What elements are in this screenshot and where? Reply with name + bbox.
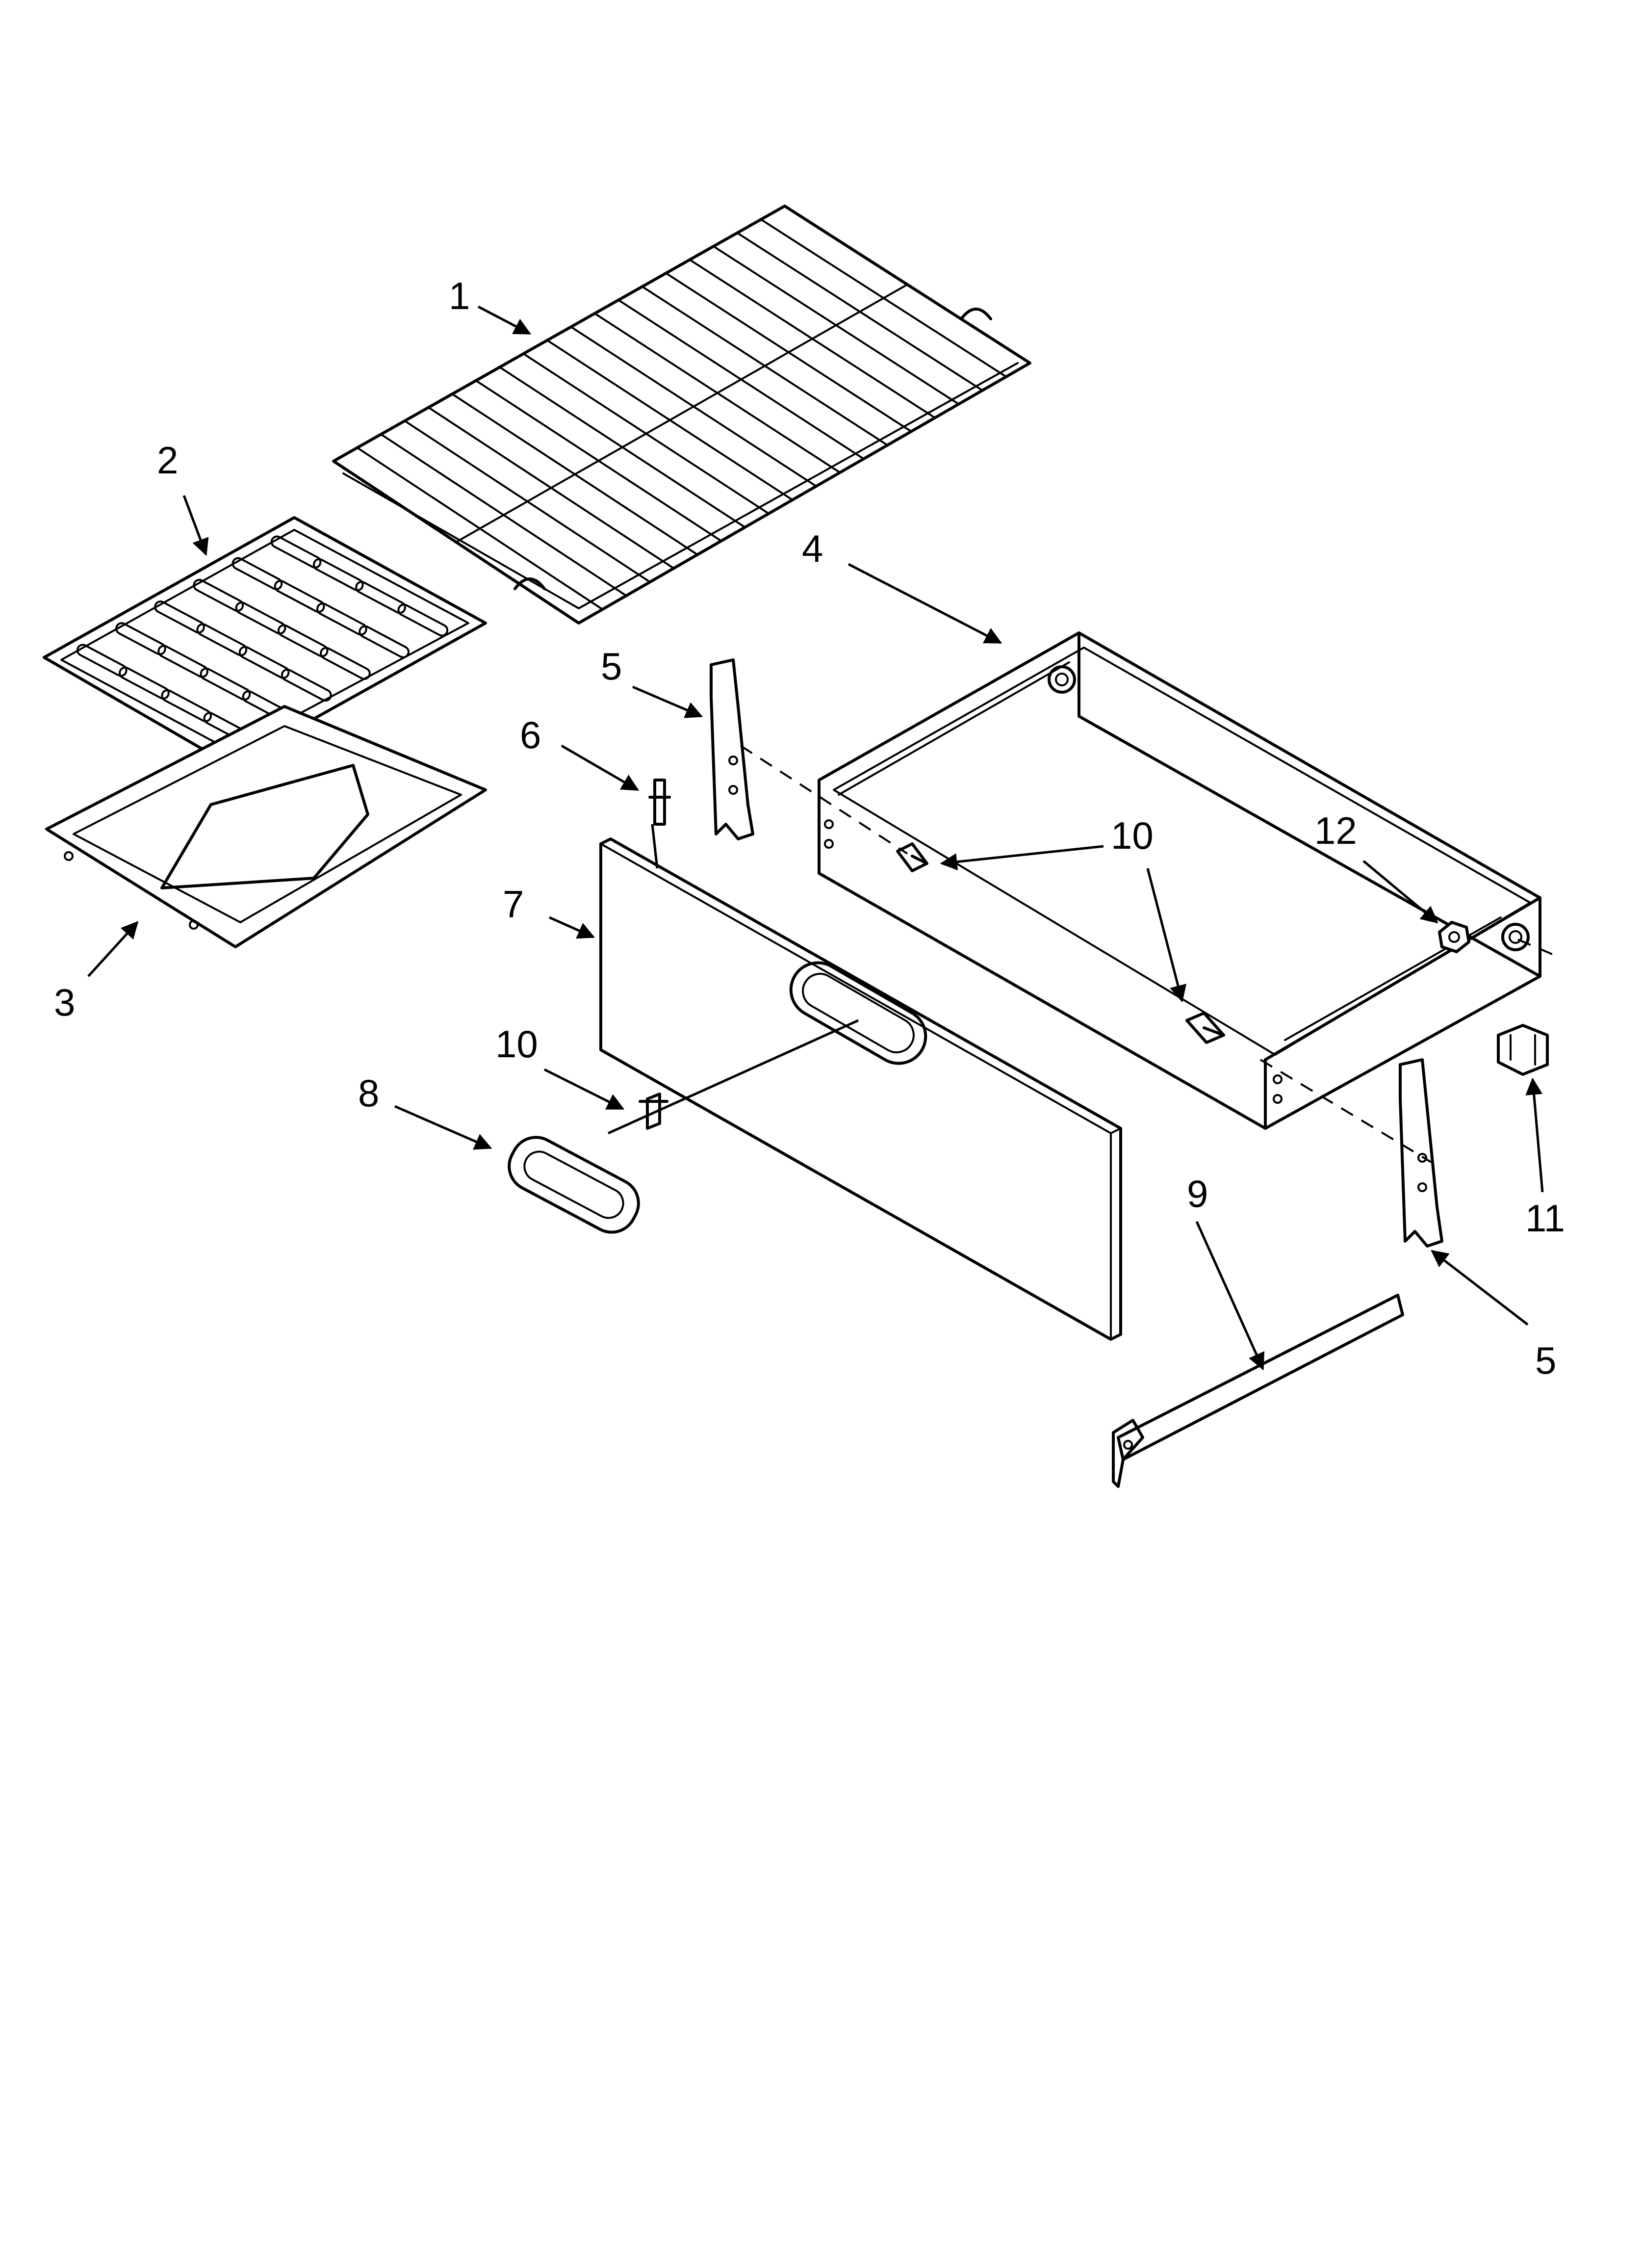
- grid-slot: [115, 622, 166, 655]
- grid-slot: [157, 645, 208, 678]
- callout-10-top: 10: [1111, 814, 1154, 857]
- grid-slot: [277, 624, 329, 657]
- grid-slot: [359, 625, 410, 658]
- drawer-slide-right: [1399, 1058, 1443, 1248]
- grid-slot: [119, 666, 170, 700]
- rack-center-bar: [455, 284, 908, 543]
- stud: [648, 779, 671, 826]
- grid-slot: [355, 581, 406, 614]
- grid-slot: [320, 647, 371, 680]
- grid-slot: [200, 667, 251, 701]
- screw-bottom: [639, 1093, 668, 1130]
- drawer-body: [818, 631, 1541, 1130]
- callout-11: 11: [1525, 1197, 1565, 1240]
- rail: [1112, 1294, 1404, 1488]
- grid-slot: [316, 602, 367, 636]
- leader-arrows: [87, 305, 1544, 1371]
- callout-8: 8: [358, 1071, 379, 1115]
- broiler-pan: [45, 705, 487, 948]
- grid-slot: [154, 600, 205, 634]
- nut: [1438, 921, 1470, 953]
- callout-2: 2: [157, 439, 178, 482]
- clip: [1497, 1024, 1549, 1076]
- callout-6: 6: [520, 713, 541, 756]
- grid-slot: [281, 668, 332, 702]
- grid-slot: [235, 601, 286, 635]
- grid-slot: [196, 623, 248, 656]
- screw-middle: [1185, 1012, 1225, 1044]
- callout-7: 7: [503, 883, 524, 926]
- callout-5-right: 5: [1535, 1339, 1556, 1382]
- callout-3: 3: [54, 981, 75, 1024]
- broiler-grid: [43, 516, 487, 767]
- grid-slot: [231, 557, 283, 591]
- grid-slot: [312, 558, 364, 592]
- callout-10-bottom: 10: [495, 1022, 538, 1066]
- drawer-handle: [508, 1136, 640, 1234]
- callout-5-left: 5: [601, 645, 622, 688]
- oven-rack: [332, 205, 1031, 625]
- screw-top: [896, 842, 928, 872]
- grid-slot: [397, 603, 449, 637]
- drawer-slide-left: [710, 658, 754, 840]
- callout-12: 12: [1314, 809, 1357, 852]
- grid-slot: [270, 535, 322, 569]
- grid-slot: [76, 644, 128, 677]
- grid-slot: [193, 578, 244, 612]
- callout-9: 9: [1187, 1172, 1208, 1215]
- callout-4: 4: [802, 527, 823, 570]
- drawer-front-panel: [599, 837, 1122, 1341]
- grid-slot: [274, 579, 325, 613]
- assembly-lines: [607, 745, 1553, 1164]
- callout-labels: 1 2 3 4 5 6 7 8 9 10 10 11 12 5: [54, 274, 1565, 1382]
- grid-slot: [238, 646, 290, 679]
- callout-1: 1: [449, 274, 470, 317]
- grid-slot: [161, 689, 212, 723]
